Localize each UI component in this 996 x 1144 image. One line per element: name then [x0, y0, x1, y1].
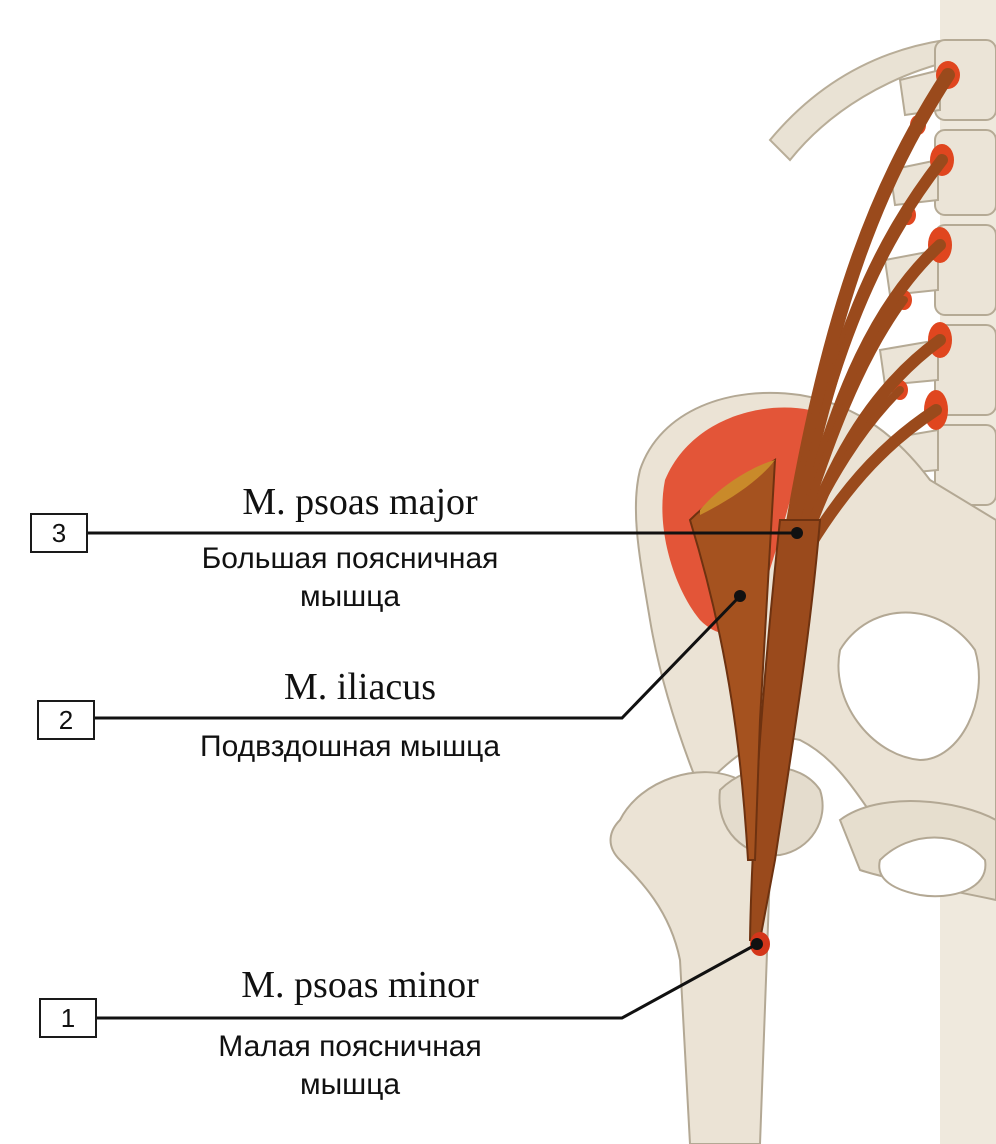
leader-dot-3 [791, 527, 803, 539]
label-russian-psoas-major: Большая поясничная мышца [110, 540, 590, 616]
label-number-2: 2 [37, 700, 95, 740]
label-russian-psoas-minor: Малая поясничная мышца [110, 1028, 590, 1104]
leader-dot-1 [751, 938, 763, 950]
label-latin-psoas-minor: M. psoas minor [150, 963, 570, 1007]
label-russian-iliacus: Подвздошная мышца [110, 728, 590, 766]
label-latin-iliacus: M. iliacus [150, 665, 570, 709]
label-number-3: 3 [30, 513, 88, 553]
leader-dot-2 [734, 590, 746, 602]
label-latin-psoas-major: M. psoas major [150, 480, 570, 524]
label-number-1: 1 [39, 998, 97, 1038]
